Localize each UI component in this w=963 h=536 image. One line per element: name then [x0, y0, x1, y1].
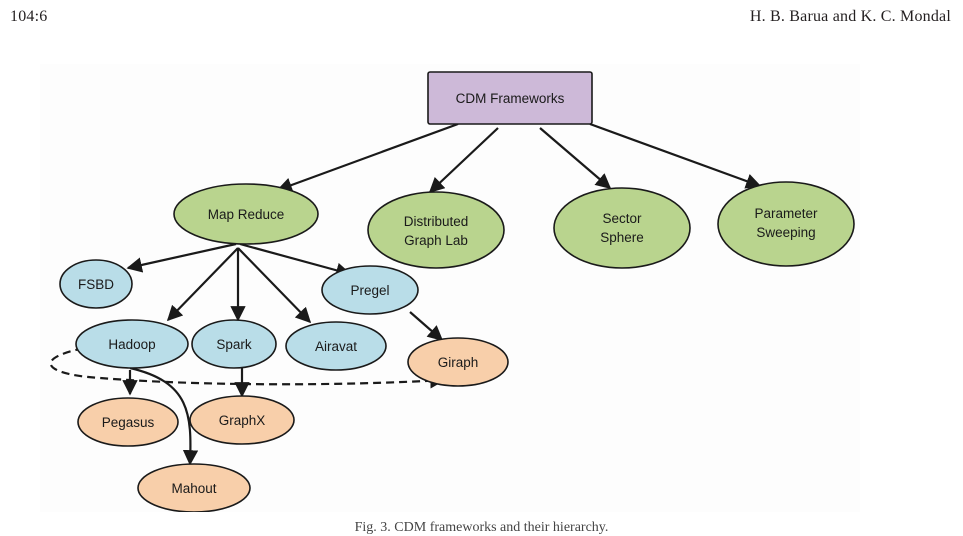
node-label-pegasus: Pegasus [102, 415, 155, 430]
edge-root-graphlab [428, 127, 499, 194]
page-number: 104:6 [10, 8, 48, 25]
node-label-giraph: Giraph [438, 355, 479, 370]
node-label-spark: Spark [216, 337, 252, 352]
node-hadoop: Hadoop [75, 319, 189, 369]
edge-mapreduce-hadoop [166, 247, 239, 322]
node-label-mahout: Mahout [171, 481, 216, 496]
running-header-authors: H. B. Barua and K. C. Mondal [749, 8, 951, 25]
edge-pregel-giraph [409, 311, 444, 342]
edge-hadoop-giraph-dashed [49, 344, 446, 389]
node-label-pregel: Pregel [350, 283, 389, 298]
node-label-graphx: GraphX [219, 413, 266, 428]
node-map-reduce: Map Reduce [173, 183, 319, 245]
diagram-canvas: CDM Frameworks Map Reduce Distributed Gr… [49, 71, 855, 512]
node-label-graph-lab: Graph Lab [404, 233, 468, 248]
node-sector-sphere: Sector Sphere [553, 187, 691, 269]
cdm-frameworks-diagram: CDM Frameworks Map Reduce Distributed Gr… [40, 64, 860, 512]
edge-mapreduce-pregel [239, 242, 352, 278]
node-label-distributed: Distributed [404, 214, 469, 229]
diagram-edges [49, 122, 762, 466]
node-spark: Spark [191, 319, 277, 369]
node-distributed-graph-lab: Distributed Graph Lab [367, 191, 505, 269]
node-airavat: Airavat [285, 321, 387, 371]
edge-mapreduce-fsbd [126, 242, 237, 273]
node-parameter-sweeping: Parameter Sweeping [717, 181, 855, 267]
node-cdm-frameworks: CDM Frameworks [427, 71, 593, 125]
node-label-sphere: Sphere [600, 230, 644, 245]
node-label-parameter: Parameter [754, 206, 818, 221]
edge-root-mapreduce [276, 122, 459, 193]
edge-hadoop-mahout [129, 366, 199, 466]
node-label-airavat: Airavat [315, 339, 357, 354]
node-label-sector: Sector [602, 211, 642, 226]
edge-mapreduce-airavat [237, 247, 312, 324]
node-label-fsbd: FSBD [78, 277, 114, 292]
edge-root-parameter [589, 122, 762, 189]
node-label-sweeping: Sweeping [756, 225, 815, 240]
figure-caption: Fig. 3. CDM frameworks and their hierarc… [354, 520, 609, 535]
node-graphx: GraphX [189, 395, 295, 445]
node-mahout: Mahout [137, 463, 251, 512]
edge-root-sector [539, 127, 612, 190]
node-giraph: Giraph [407, 337, 509, 387]
node-pegasus: Pegasus [77, 397, 179, 447]
node-label-map-reduce: Map Reduce [208, 207, 285, 222]
node-label-cdm-frameworks: CDM Frameworks [456, 91, 565, 106]
node-pregel: Pregel [321, 265, 419, 315]
node-label-hadoop: Hadoop [108, 337, 155, 352]
node-fsbd: FSBD [59, 259, 133, 309]
